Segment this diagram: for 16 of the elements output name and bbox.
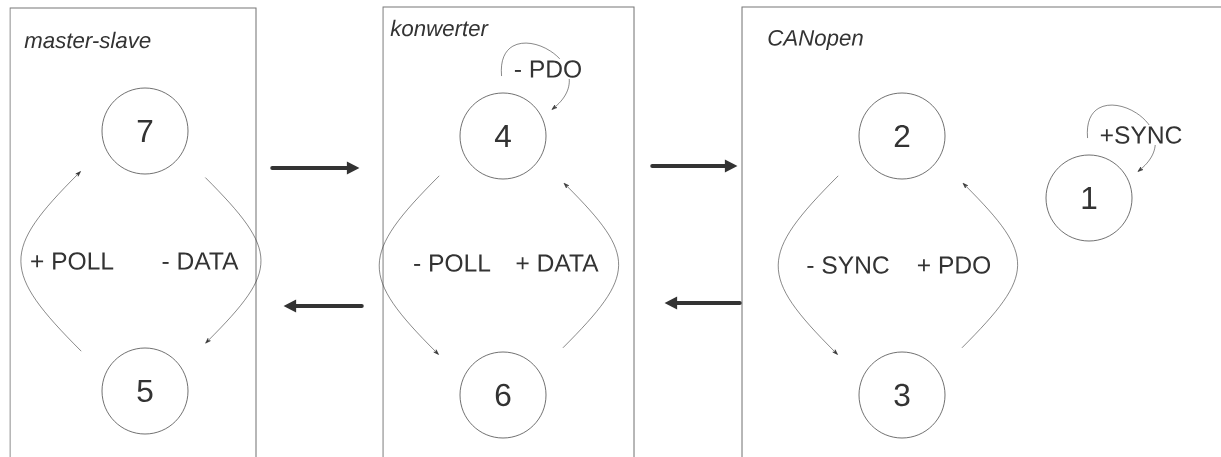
- edge-label: - POLL: [411, 253, 493, 273]
- self-loop-arrow: [1087, 104, 1156, 172]
- self-loop-arrow: [501, 42, 570, 110]
- edge-label: + PDO: [915, 255, 993, 275]
- transition-arrow: [777, 175, 839, 355]
- transition-arrow: [562, 182, 619, 349]
- transition-arrow: [378, 175, 440, 355]
- transition-arrow: [205, 177, 262, 344]
- edge-label: +SYNC: [1098, 125, 1184, 145]
- transition-arrow: [20, 171, 82, 352]
- edge-label: + DATA: [514, 253, 600, 273]
- edge-label: - DATA: [160, 251, 240, 271]
- transition-arrow: [961, 182, 1018, 349]
- edge-label: + POLL: [28, 251, 116, 271]
- edge-label: - SYNC: [805, 255, 891, 275]
- edge-label: - PDO: [512, 59, 584, 79]
